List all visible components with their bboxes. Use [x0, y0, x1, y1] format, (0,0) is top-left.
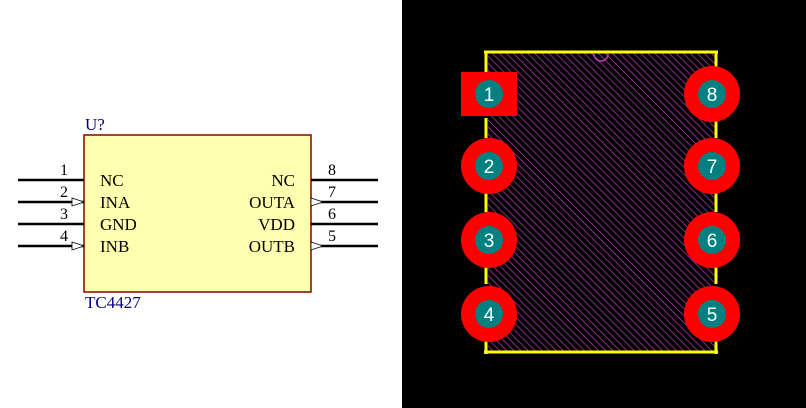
pad-number-label: 3 — [484, 231, 495, 252]
pad-number-label: 7 — [707, 157, 718, 178]
pin-number: 8 — [328, 162, 336, 179]
pad-6: 6 — [684, 212, 740, 268]
pad-number-label: 1 — [484, 85, 495, 106]
pad-1: 1 — [461, 72, 517, 116]
pad-drill-hole — [698, 300, 726, 328]
pad-4: 4 — [461, 286, 517, 342]
output-arrow-icon — [310, 241, 325, 251]
pin-name: OUTA — [249, 193, 296, 212]
pad-drill-hole — [698, 152, 726, 180]
pad-2: 2 — [461, 138, 517, 194]
output-arrow-icon — [310, 197, 325, 207]
pin-name: INB — [100, 237, 129, 256]
pad-drill-hole — [475, 300, 503, 328]
pad-number-label: 2 — [484, 157, 495, 178]
pin-number: 2 — [60, 184, 68, 201]
input-arrow-icon — [71, 241, 86, 251]
pin-name: VDD — [258, 215, 295, 234]
input-arrow-icon — [71, 197, 86, 207]
pad-drill-hole — [698, 80, 726, 108]
silkscreen-outline — [484, 50, 718, 354]
pin-name: GND — [100, 215, 137, 234]
pin-number: 7 — [328, 184, 336, 201]
pin-name: NC — [100, 171, 124, 190]
pin-number: 4 — [60, 228, 68, 245]
pin-name: NC — [271, 171, 295, 190]
component-courtyard-hatch — [488, 52, 715, 352]
pad-number-label: 5 — [707, 305, 718, 326]
pin-number: 5 — [328, 228, 336, 245]
pad-8: 8 — [684, 66, 740, 122]
designator-label: U? — [85, 115, 105, 134]
pad-number-label: 6 — [707, 231, 718, 252]
pad-7: 7 — [684, 138, 740, 194]
pin-name: OUTB — [249, 237, 295, 256]
pad-number-label: 4 — [484, 305, 495, 326]
component-body — [83, 134, 312, 293]
pin1-notch — [593, 53, 609, 62]
part-name-label: TC4427 — [85, 293, 141, 312]
pad-drill-hole — [475, 80, 503, 108]
pad-drill-hole — [475, 226, 503, 254]
pin-number: 1 — [60, 162, 68, 179]
pad-drill-hole — [475, 152, 503, 180]
pad-drill-hole — [698, 226, 726, 254]
pin-name: INA — [100, 193, 131, 212]
footprint-panel: 1 2 3 4 8 7 6 5 — [402, 0, 806, 408]
pad-3: 3 — [461, 212, 517, 268]
pin-number: 3 — [60, 206, 68, 223]
pad-5: 5 — [684, 286, 740, 342]
pad-number-label: 8 — [707, 85, 718, 106]
pad-group: 1 2 3 4 8 7 6 5 — [461, 66, 740, 342]
pin-number: 6 — [328, 206, 336, 223]
